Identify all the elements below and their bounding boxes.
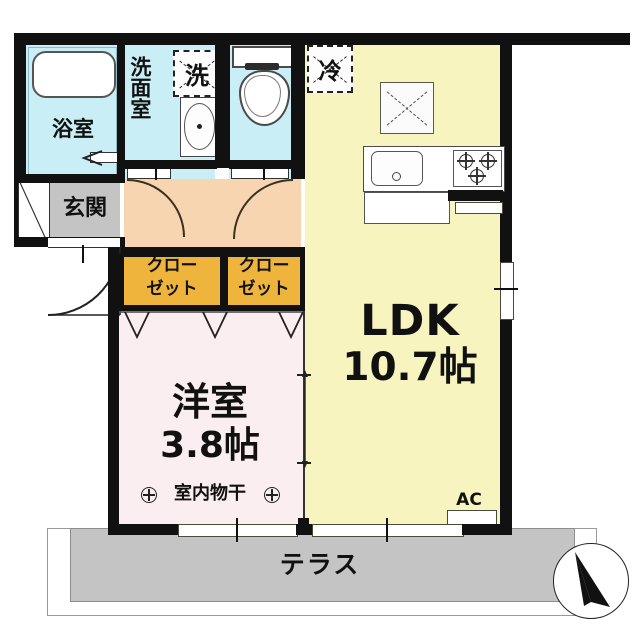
ldk-right-window[interactable]	[500, 262, 514, 320]
washroom-door[interactable]	[127, 168, 171, 179]
entrance-door-panel[interactable]	[48, 238, 120, 248]
bedroom-dimension-mark	[302, 370, 308, 468]
overhead-cabinet	[380, 82, 434, 134]
ldk-terrace-door-tick	[386, 518, 388, 542]
wall-bath-washroom	[117, 45, 125, 179]
entrance-label: 玄関	[62, 196, 107, 221]
closet-2-label-line1: クロー	[238, 256, 290, 276]
closet-1[interactable]	[124, 257, 220, 305]
bathroom-label: 浴室	[52, 117, 94, 141]
stove-burner-1	[457, 152, 475, 170]
wash-basin	[184, 103, 215, 150]
bathroom-door-arrow	[81, 150, 103, 166]
wall-hall-bottom	[119, 247, 305, 257]
bedroom-terrace-door[interactable]	[178, 524, 298, 537]
bottom-wall-mid-block	[296, 524, 312, 535]
bedroom-terrace-door-tick	[236, 518, 238, 542]
basin-drain	[197, 124, 202, 129]
closet-2[interactable]	[228, 257, 300, 305]
kitchen-base-cabinet	[364, 192, 450, 224]
bedroom-drying-label: 室内物干	[174, 483, 246, 504]
stove-burner-2	[479, 152, 497, 170]
air-conditioner-icon	[447, 510, 497, 525]
compass-north-icon	[553, 543, 629, 619]
washroom-door-tick	[155, 162, 157, 180]
stove-burner-3	[468, 167, 486, 185]
ldk-terrace-door[interactable]	[312, 524, 464, 537]
sink-drain	[392, 172, 401, 181]
kitchen-window-small	[455, 202, 503, 214]
bathtub	[32, 51, 116, 98]
closet-door-marks	[121, 311, 304, 340]
closet-1-label-line2: ゼット	[146, 279, 198, 299]
ldk-right-window-tick	[494, 288, 518, 290]
bottom-wall-left-block	[108, 524, 178, 535]
wall-bath-bottom	[14, 174, 125, 183]
wall-washroom-toilet	[215, 45, 230, 168]
toilet-door[interactable]	[231, 168, 289, 179]
closet-1-label-line1: クロー	[146, 256, 198, 276]
entrance-area	[48, 181, 120, 244]
toilet-door-tick	[263, 162, 265, 180]
wall-toilet-ldk	[291, 45, 305, 179]
washing-machine-icon: 洗	[173, 50, 221, 97]
wall-toilet-bottom	[229, 160, 292, 169]
washer-glyph: 洗	[185, 62, 209, 90]
toilet-bowl-inner	[244, 75, 281, 117]
ldk-size-label: 10.7帖	[342, 345, 478, 390]
bottom-wall-right-block	[462, 524, 512, 535]
closet-2-label-line2: ゼット	[238, 279, 290, 299]
wall-washroom-bottom	[125, 160, 217, 169]
compass-needle	[575, 552, 610, 607]
kitchen-wall-stub	[448, 190, 503, 201]
terrace-label: テラス	[279, 550, 361, 579]
entrance-door-tick	[82, 245, 84, 263]
refrigerator-icon: 冷	[307, 45, 353, 93]
bedroom-name-label: 洋室	[171, 380, 248, 424]
bedroom-wall-left	[108, 247, 119, 535]
ldk-name-label: LDK	[360, 296, 460, 346]
outer-wall-top	[14, 33, 630, 45]
clothes-hanger-icon-right	[264, 487, 280, 503]
ac-label: AC	[456, 490, 482, 510]
bedroom-size-label: 3.8帖	[160, 425, 260, 466]
bedroom-ldk-partition	[303, 311, 305, 535]
clothes-hanger-icon-left	[141, 487, 157, 503]
toilet-lid	[245, 63, 279, 70]
fridge-glyph: 冷	[318, 59, 342, 85]
washroom-label: 洗面室	[127, 56, 152, 119]
